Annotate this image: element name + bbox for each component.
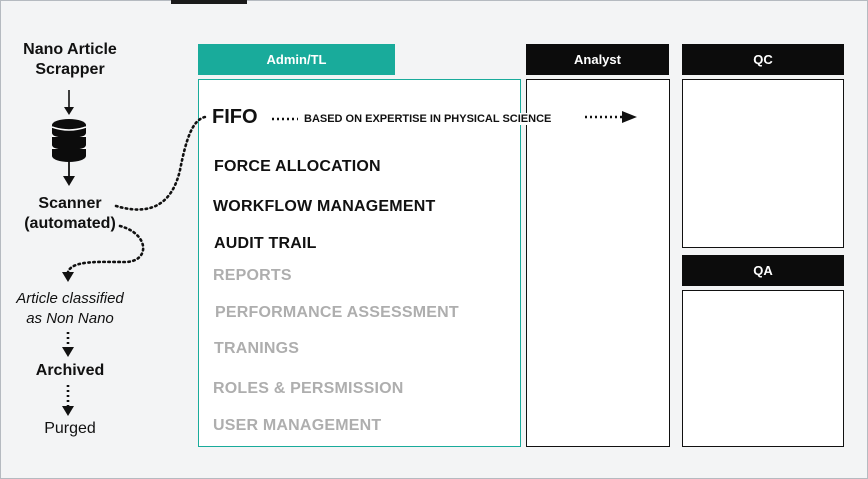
arrow-scrapper-to-db: [64, 90, 74, 115]
admin-lane-header: Admin/TL: [198, 44, 395, 75]
menu-item-force-allocation: FORCE ALLOCATION: [214, 158, 381, 175]
source-label-line2: Scrapper: [35, 61, 105, 78]
qc-lane-header: QC: [682, 44, 844, 75]
dotted-arrow-to-analyst: [585, 111, 637, 123]
classified-label-line2: as Non Nano: [26, 310, 114, 327]
admin-lane-box: [198, 79, 521, 447]
menu-item-reports: REPORTS: [213, 267, 292, 284]
classified-label-line1: Article classified: [16, 290, 124, 307]
arrow-head-classified: [62, 272, 74, 282]
dotted-arrow-classified-to-archived: [62, 332, 74, 357]
dotted-arrow-archived-to-purged: [62, 385, 74, 416]
purged-label: Purged: [44, 420, 96, 437]
qa-lane-box: [682, 290, 844, 447]
menu-item-user-management: USER MANAGEMENT: [213, 417, 382, 434]
archived-label: Archived: [35, 362, 105, 379]
expertise-note: BASED ON EXPERTISE IN PHYSICAL SCIENCE: [304, 113, 552, 125]
arrow-db-to-scanner: [63, 162, 75, 186]
fifo-label: FIFO: [212, 106, 258, 128]
analyst-lane-box: [526, 79, 670, 447]
dotted-connector-scanner-to-classified: [66, 224, 145, 274]
menu-item-workflow-management: WORKFLOW MANAGEMENT: [213, 198, 436, 215]
dotted-connector-scanner-to-fifo: [114, 115, 207, 211]
menu-item-audit-trail: AUDIT TRAIL: [214, 235, 317, 252]
menu-item-roles-permission: ROLES & PERSMISSION: [213, 380, 404, 397]
database-icon: [51, 119, 87, 162]
qc-lane-box: [682, 79, 844, 248]
analyst-lane-header: Analyst: [526, 44, 669, 75]
menu-item-performance-assessment: PERFORMANCE ASSESSMENT: [215, 304, 459, 321]
qa-lane-header: QA: [682, 255, 844, 286]
source-label-line1: Nano Article: [23, 41, 117, 58]
top-accent-bar: [171, 0, 247, 4]
process-flow: Nano Article Scrapper Scanner (automated…: [0, 0, 140, 479]
scanner-label-line2: (automated): [24, 215, 116, 232]
menu-item-trainings: TRANINGS: [214, 340, 300, 357]
scanner-label-line1: Scanner: [38, 195, 102, 212]
